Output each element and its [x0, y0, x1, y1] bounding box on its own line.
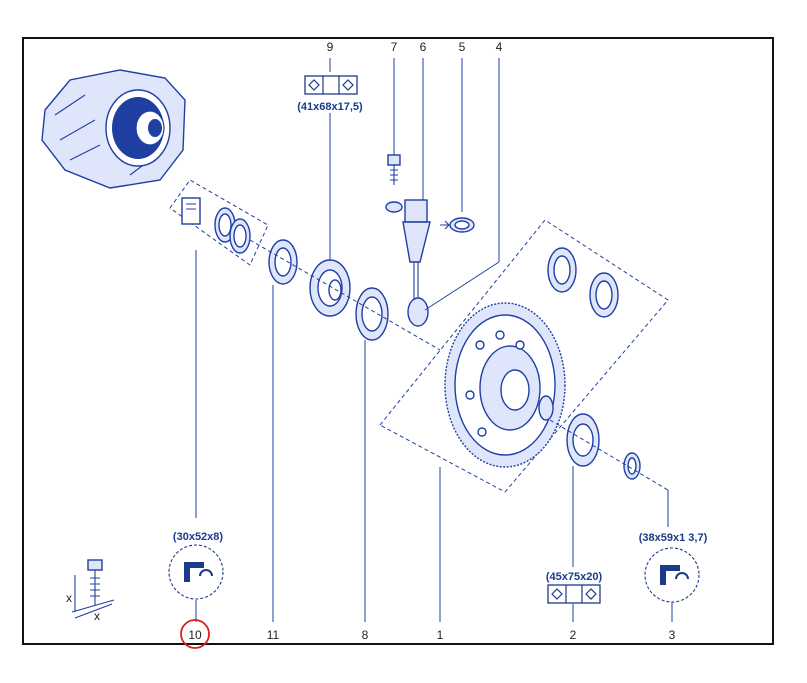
dimension-part-3: (38x59x1 3,7): [639, 532, 708, 544]
callout-3[interactable]: 3: [669, 628, 676, 642]
seal-icon: [168, 544, 224, 600]
dimension-part-2: (45x75x20): [546, 571, 603, 583]
highlight-ring: [180, 619, 210, 649]
callout-6[interactable]: 6: [420, 40, 427, 54]
bearing-icon: [547, 584, 601, 604]
callout-7[interactable]: 7: [391, 40, 398, 54]
part-4-pinion[interactable]: [407, 297, 429, 327]
callout-9[interactable]: 9: [327, 40, 334, 54]
grease-pouch-icon: [181, 197, 201, 225]
bolt-torque-icon: [71, 559, 115, 619]
part-6-shaft[interactable]: [385, 199, 431, 300]
torque-x-label: x: [66, 591, 72, 605]
callout-10[interactable]: 10: [188, 628, 202, 642]
seal-icon: [644, 547, 700, 603]
dimension-part-9: (41x68x17,5): [297, 101, 363, 113]
part-7-bolt[interactable]: [387, 154, 401, 185]
gearbox-illustration: [41, 69, 186, 189]
diagram-frame: [22, 37, 774, 645]
dimension-part-10: (30x52x8): [173, 531, 223, 543]
part-1-differential[interactable]: [444, 302, 566, 468]
callout-1[interactable]: 1: [437, 628, 444, 642]
callout-5[interactable]: 5: [459, 40, 466, 54]
callout-2[interactable]: 2: [570, 628, 577, 642]
callout-8[interactable]: 8: [362, 628, 369, 642]
torque-x-label: x: [94, 609, 100, 623]
callout-4[interactable]: 4: [496, 40, 503, 54]
callout-11[interactable]: 11: [267, 628, 280, 642]
bearing-icon: [304, 75, 358, 95]
